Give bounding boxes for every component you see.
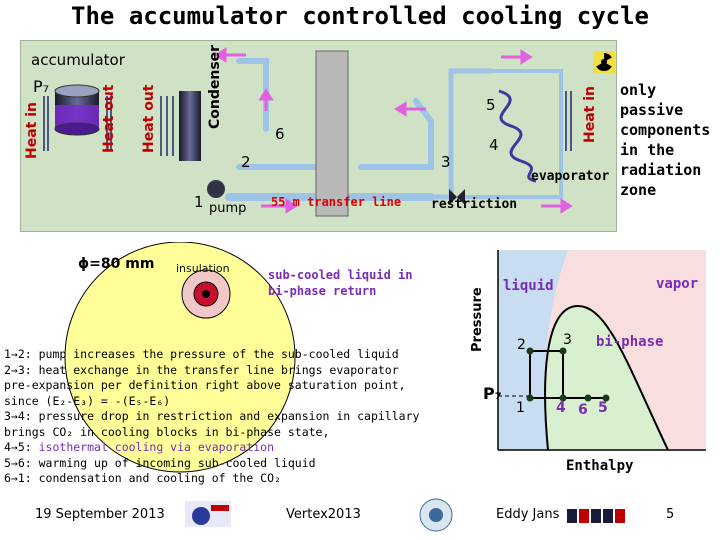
step-line: 3→4: pressure drop in restriction and ex… <box>4 409 419 425</box>
step-text: heat exchange in the transfer line bring… <box>31 362 399 377</box>
insulation-label: insulation <box>176 262 230 275</box>
passive-note-line: passive <box>620 101 684 119</box>
conference-logo <box>419 498 453 532</box>
ph-point-5: 5 <box>598 400 608 416</box>
diameter-label: ϕ=80 mm <box>78 256 155 272</box>
heat-out-1-label: Heat out <box>101 84 117 153</box>
vapor-label: vapor <box>656 276 699 292</box>
condenser-label: Condenser <box>207 44 223 129</box>
biphase-label: bi-phase <box>596 334 664 350</box>
slide-title: The accumulator controlled cooling cycle <box>71 2 649 30</box>
accumulator-label: accumulator <box>31 51 125 69</box>
enthalpy-axis-label: Enthalpy <box>566 458 634 474</box>
point-5-label: 5 <box>486 96 496 114</box>
passive-note-line: zone <box>620 181 657 199</box>
footer-conference: Vertex2013 <box>286 507 361 522</box>
heat-out-2-label: Heat out <box>141 84 157 153</box>
heat-arrows-accumulator <box>43 96 112 151</box>
step-text: pressure drop in restriction and expansi… <box>31 409 420 423</box>
evaporator-label: evaporator <box>531 169 610 184</box>
point-3-label: 3 <box>441 153 451 171</box>
heat-in-right-label: Heat in <box>582 86 598 143</box>
point-1-label: 1 <box>194 193 204 211</box>
ph-point-6: 6 <box>578 402 588 418</box>
step-text: pre-expansion per definition right above… <box>4 378 406 392</box>
footer-date: 19 September 2013 <box>35 507 165 522</box>
step-line: 4→5: isothermal cooling via evaporation <box>4 440 274 456</box>
step-text: brings CO₂ in cooling blocks in bi-phase… <box>4 424 330 439</box>
point-6-label: 6 <box>275 125 285 143</box>
restriction-label: restriction <box>431 197 518 212</box>
transfer-line-cross-section <box>64 242 296 473</box>
passive-components-note: only passive components in the radiation zone <box>620 80 720 200</box>
subcooled-label-1: sub-cooled liquid in <box>268 268 413 282</box>
passive-note-line: components <box>620 121 711 139</box>
cooling-loop-diagram <box>43 47 615 217</box>
passive-note-line: in the <box>620 141 675 159</box>
step-line: 2→3: heat exchange in the transfer line … <box>4 363 399 379</box>
pressure-enthalpy-diagram <box>497 250 706 451</box>
step-text: warming up of incoming sub-cooled liquid <box>31 455 316 470</box>
step-text: condensation and cooling of the CO₂ <box>31 471 281 485</box>
biphase-region <box>545 306 668 450</box>
ph-point-1: 1 <box>516 400 525 416</box>
radiation-shield-wall <box>315 50 349 217</box>
flow-arrows <box>214 47 573 214</box>
heat-in-left-label: Heat in <box>24 102 40 159</box>
cooling-loop-panel: accumulator P₇ Heat in Heat out Heat out… <box>20 40 617 232</box>
pressure-axis-label: Pressure <box>470 287 485 352</box>
pump-symbol <box>207 180 225 198</box>
page-number: 5 <box>666 507 675 522</box>
passive-note-line: radiation <box>620 161 702 179</box>
liquid-label: liquid <box>503 278 554 294</box>
step-line: brings CO₂ in cooling blocks in bi-phase… <box>4 425 329 441</box>
step-line: since (E₂-E₃) = -(E₅-E₆) <box>4 394 170 410</box>
transfer-line-label: 55 m transfer line <box>271 195 402 209</box>
step-text: since (E₂-E₃) = -(E₅-E₆) <box>4 393 171 408</box>
ph-p7-label: P₇ <box>483 384 502 403</box>
footer-author: Eddy Jans <box>496 507 560 522</box>
restriction-valve <box>449 189 465 205</box>
step-text: isothermal cooling via evaporation <box>31 440 275 454</box>
subcooled-label-2: bi-phase return <box>268 284 377 298</box>
radiation-icon <box>593 51 615 73</box>
step-text: pump increases the pressure of the sub-c… <box>31 347 399 361</box>
step-key: 6→1: <box>4 471 32 485</box>
condenser-vessel <box>179 91 201 161</box>
step-key: 1→2: <box>4 347 32 361</box>
passive-note-line: only <box>620 81 657 99</box>
nikhef-small-logo <box>185 501 231 527</box>
ph-point-4: 4 <box>556 400 566 416</box>
step-line: 5→6: warming up of incoming sub-cooled l… <box>4 456 316 472</box>
step-key: 2→3: <box>4 362 32 377</box>
step-key: 3→4: <box>4 409 32 423</box>
step-line: 6→1: condensation and cooling of the CO₂ <box>4 471 281 487</box>
step-line: 1→2: pump increases the pressure of the … <box>4 347 399 363</box>
evaporator-coil <box>498 89 537 183</box>
nikhef-logo <box>565 507 635 525</box>
point-2-label: 2 <box>241 153 251 171</box>
ph-point-3: 3 <box>563 332 572 348</box>
accumulator-vessel <box>54 84 100 136</box>
step-line: pre-expansion per definition right above… <box>4 378 406 394</box>
ph-point-2: 2 <box>517 337 526 353</box>
point-4-label: 4 <box>489 136 499 154</box>
pump-label: pump <box>209 201 247 216</box>
step-key: 4→5: <box>4 440 32 454</box>
step-key: 5→6: <box>4 455 32 470</box>
p7-label: P₇ <box>33 77 50 96</box>
